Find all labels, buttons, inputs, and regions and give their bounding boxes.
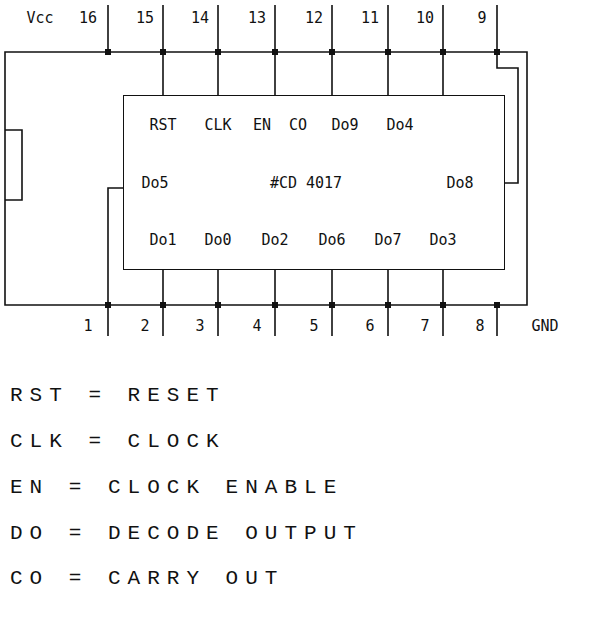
supply-pin-name: Vcc (26, 11, 53, 26)
pin-number: 1 (83, 319, 92, 334)
signal-name: Do8 (446, 176, 473, 191)
chip-name: #CD 4017 (270, 176, 342, 191)
pin-dot (385, 49, 391, 55)
ic-outline (5, 52, 527, 305)
signal-name: Do3 (429, 233, 456, 248)
pin-number: 7 (420, 319, 429, 334)
pin-number: 16 (79, 11, 97, 26)
signal-name: CLK (204, 118, 231, 133)
signal-name: Do9 (331, 118, 358, 133)
pin-number: 5 (309, 319, 318, 334)
pin-wire (108, 188, 123, 336)
pin-number: 3 (195, 319, 204, 334)
pin-dot (160, 302, 166, 308)
pin-dot (105, 302, 111, 308)
pin-number: 14 (191, 11, 209, 26)
pin-number: 6 (365, 319, 374, 334)
abbreviation-note: EN = CLOCK ENABLE (10, 477, 343, 498)
pin-dot (440, 49, 446, 55)
signal-name: Do6 (318, 233, 345, 248)
pin-number: 11 (361, 11, 379, 26)
pin-dot (272, 49, 278, 55)
pin-wire (496, 305, 498, 336)
signal-name: CO (289, 118, 307, 133)
pin-dot (440, 302, 446, 308)
abbreviation-note: DO = DECODE OUTPUT (10, 523, 363, 544)
signal-name: Do5 (141, 176, 168, 191)
signal-name: Do7 (374, 233, 401, 248)
pin-number: 4 (252, 319, 261, 334)
abbreviation-note: CO = CARRY OUT (10, 568, 284, 589)
pin-number: 13 (248, 11, 266, 26)
pin-dot (385, 302, 391, 308)
pin-dot (105, 49, 111, 55)
ic-notch (5, 130, 22, 200)
pin-number: 2 (140, 319, 149, 334)
pin-dot (215, 49, 221, 55)
signal-name: RST (149, 118, 176, 133)
pin-number: 8 (475, 319, 484, 334)
pin-wire (107, 5, 109, 52)
ground-pin-name: GND (531, 319, 558, 334)
pin-number: 9 (477, 11, 486, 26)
signal-name: Do4 (386, 118, 413, 133)
pin-number: 10 (416, 11, 434, 26)
signal-name: EN (253, 118, 271, 133)
pin-dot (272, 302, 278, 308)
signal-name: Do2 (261, 233, 288, 248)
signal-name: Do0 (204, 233, 231, 248)
pin-dot (160, 49, 166, 55)
pin-number: 15 (136, 11, 154, 26)
pin-number: 12 (305, 11, 323, 26)
pin-dot (329, 49, 335, 55)
pin-dot (494, 49, 500, 55)
pin-dot (329, 302, 335, 308)
abbreviation-note: CLK = CLOCK (10, 431, 226, 452)
pin-wire (497, 5, 518, 183)
signal-name: Do1 (149, 233, 176, 248)
abbreviation-note: RST = RESET (10, 385, 226, 406)
pin-dot (215, 302, 221, 308)
pin-dot (494, 302, 500, 308)
